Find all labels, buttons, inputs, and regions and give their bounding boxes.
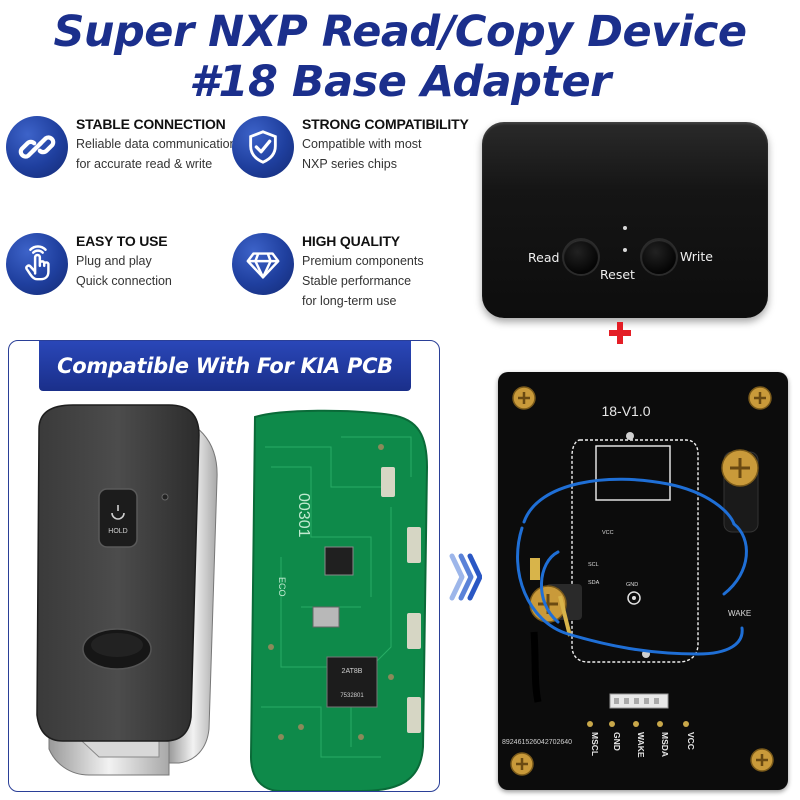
screw-icon (750, 748, 774, 772)
pin-label-vcc: VCC (602, 530, 614, 536)
write-label: Write (680, 249, 714, 264)
page-subtitle: #18 Base Adapter (189, 57, 611, 107)
feature-easy-to-use: EASY TO USE Plug and play Quick connecti… (6, 233, 256, 313)
write-button[interactable] (642, 240, 676, 274)
page-title: Super NXP Read/Copy Device (53, 7, 747, 57)
pin-label-wake: WAKE (728, 609, 751, 618)
pin-label-scl: SCL (588, 562, 599, 568)
blue-wire (522, 477, 736, 526)
blue-wire (722, 522, 748, 596)
pin-label-vcc-bottom: VCC (686, 732, 696, 750)
feature-text: Reliable data communication (76, 137, 237, 151)
read-label: Read (528, 250, 560, 265)
pin-label-gnd: GND (626, 582, 638, 588)
feature-title: HIGH QUALITY (302, 233, 400, 249)
adapter-board: 18-V1.0 VCC SCL SDA GND WAKE (498, 372, 788, 790)
pin-label-wake-bottom: WAKE (636, 732, 646, 758)
board-serial: 892461526042702640 (502, 739, 572, 746)
feature-text: Stable performance (302, 274, 412, 288)
diamond-icon (232, 233, 294, 295)
feature-text: NXP series chips (302, 157, 397, 171)
hand-pointer-icon (6, 233, 68, 295)
pin-label-msda: MSDA (660, 732, 670, 757)
chevron-right-icon (449, 553, 482, 601)
shield-check-icon (232, 116, 294, 178)
status-led (623, 226, 627, 230)
feature-strong-compatibility: STRONG COMPATIBILITY Compatible with mos… (232, 116, 482, 196)
screw-icon (512, 386, 536, 410)
feature-high-quality: HIGH QUALITY Premium components Stable p… (232, 233, 482, 313)
hold-label: HOLD (108, 528, 127, 535)
feature-text: Compatible with most (302, 137, 422, 151)
feature-title: EASY TO USE (76, 233, 168, 249)
kia-banner: Compatible With For KIA PCB (39, 341, 411, 391)
pcb-chip-code: 7532801 (340, 693, 364, 699)
kia-key-fob: HOLD (36, 404, 218, 776)
pin-label-sda: SDA (588, 580, 600, 586)
feature-title: STABLE CONNECTION (76, 116, 226, 132)
nxp-reader-device: Read Write Reset (482, 122, 768, 318)
feature-text: for long-term use (302, 294, 397, 308)
feature-text: Premium components (302, 254, 424, 268)
pcb-chip-mark: 2AT8B (342, 668, 363, 675)
read-button[interactable] (564, 240, 598, 274)
feature-text: Plug and play (76, 254, 152, 268)
screw-icon (510, 752, 534, 776)
board-model-label: 18-V1.0 (601, 403, 650, 419)
pcb-eco-mark: ECO (277, 577, 287, 597)
reset-label: Reset (600, 267, 635, 282)
plus-icon (609, 322, 631, 344)
feature-text: for accurate read & write (76, 157, 213, 171)
kia-pcb: 2AT8B 7532801 00301 ECO (249, 409, 429, 791)
feature-text: Quick connection (76, 274, 172, 288)
feature-title: STRONG COMPATIBILITY (302, 116, 469, 132)
pcb-silkscreen-code: 00301 (295, 493, 312, 538)
reset-hole (623, 248, 627, 252)
blue-wire (540, 550, 560, 624)
blue-wire (516, 526, 744, 656)
pin-label-gnd-bottom: GND (612, 732, 622, 751)
feature-stable-connection: STABLE CONNECTION Reliable data communic… (6, 116, 256, 196)
chain-link-icon (6, 116, 68, 178)
pin-label-mscl: MSCL (590, 732, 600, 756)
screw-icon (748, 386, 772, 410)
kia-compatibility-panel: Compatible With For KIA PCB HOLD (8, 340, 440, 792)
